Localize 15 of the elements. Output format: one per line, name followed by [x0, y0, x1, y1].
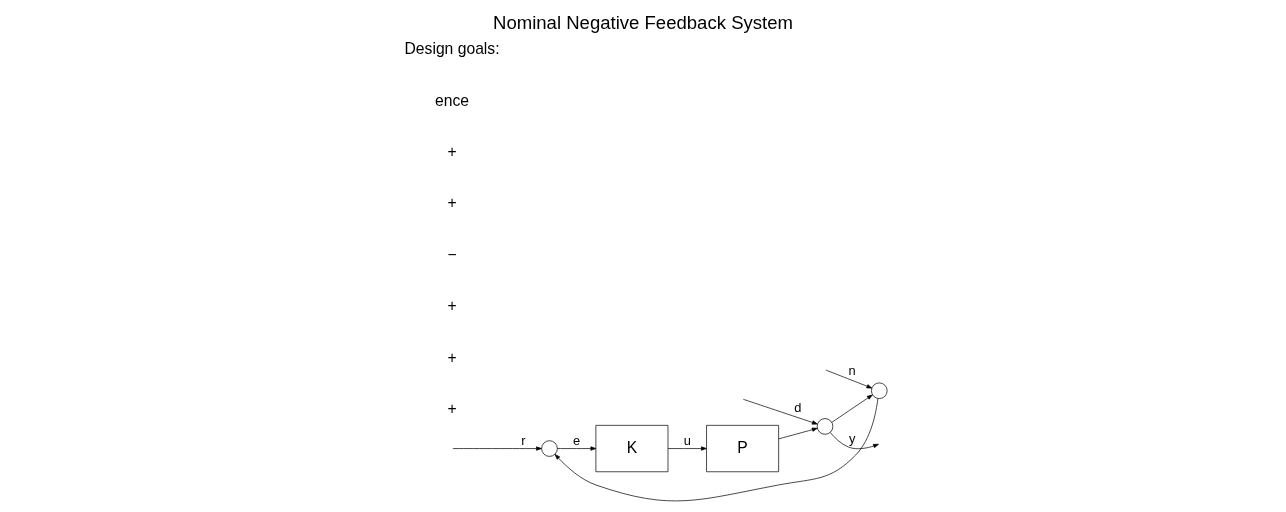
label: −	[447, 245, 457, 263]
edge-label: u	[683, 432, 691, 448]
label: Design goals:	[404, 40, 500, 58]
edge-label: n	[848, 362, 856, 378]
edge-label: r	[521, 432, 526, 448]
label: +	[447, 194, 457, 212]
edge-label: y	[848, 431, 856, 447]
edge-label: e	[573, 432, 581, 448]
label: +	[447, 348, 457, 366]
label: +	[447, 143, 457, 161]
label: +	[447, 297, 457, 315]
label: +	[447, 400, 457, 418]
edge-label: d	[794, 400, 802, 416]
diagram-title: Nominal Negative Feedback System	[493, 11, 793, 33]
label: ence	[435, 91, 470, 109]
